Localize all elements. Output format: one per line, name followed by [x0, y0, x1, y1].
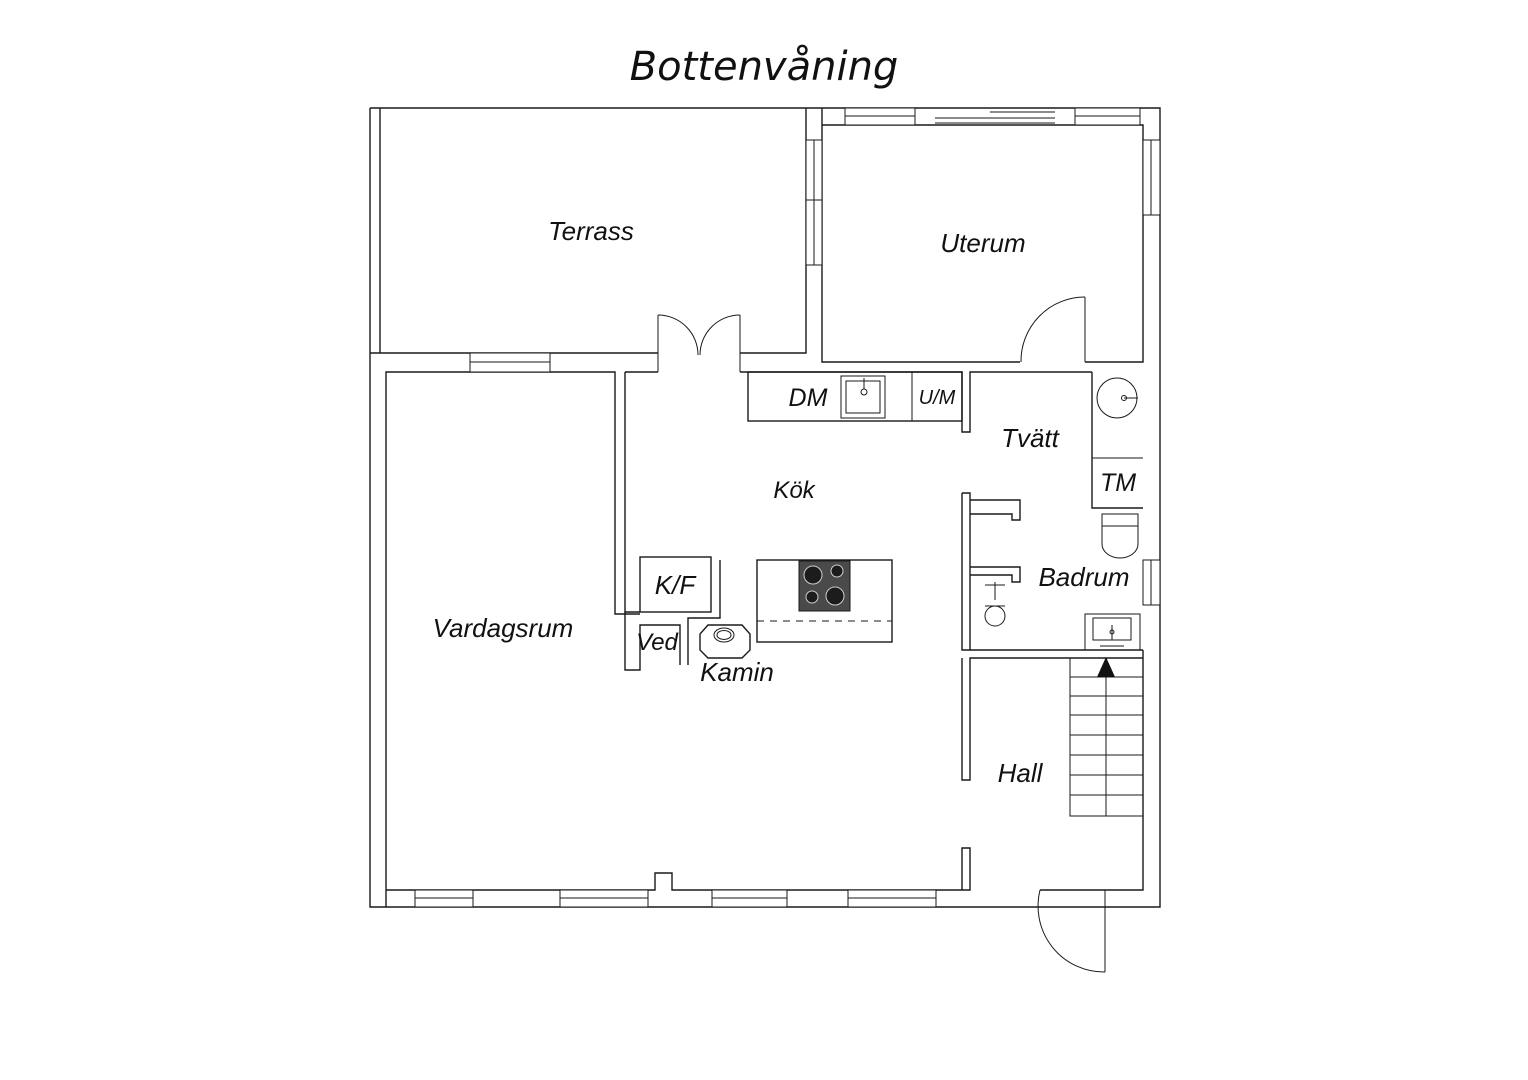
door-terrass-double — [657, 314, 741, 372]
bathroom-fixtures — [984, 513, 1141, 651]
fixture-label-ved: Ved — [636, 629, 678, 656]
room-label-badrum: Badrum — [1038, 562, 1129, 592]
room-label-uterum: Uterum — [940, 228, 1025, 258]
staircase — [1069, 657, 1144, 817]
room-label-tvatt: Tvätt — [1001, 423, 1061, 453]
laundry-fixtures — [1091, 372, 1143, 509]
room-label-hall: Hall — [998, 758, 1044, 788]
stair-up-arrow-icon — [1097, 657, 1115, 677]
windows — [414, 107, 1161, 908]
plan-title: Bottenvåning — [630, 44, 899, 90]
door-uterum — [1020, 296, 1086, 363]
fixture-label-um: U/M — [919, 387, 956, 409]
fixture-label-kf: K/F — [655, 570, 698, 600]
bathroom-sink — [1084, 613, 1141, 651]
sliding-door-uterum — [935, 111, 1055, 124]
shower-fixture — [984, 582, 1006, 627]
fridge-freezer — [639, 556, 712, 613]
room-label-kok: Kök — [773, 477, 816, 504]
door-entrance — [1037, 889, 1106, 973]
room-label-vardagsrum: Vardagsrum — [433, 613, 574, 643]
toilet — [1101, 513, 1139, 559]
kitchen-counter — [747, 371, 963, 422]
room-label-terrass: Terrass — [548, 216, 634, 246]
fixture-label-tm: TM — [1100, 469, 1136, 497]
fixture-label-kamin: Kamin — [700, 657, 774, 687]
kitchen-sink — [840, 375, 886, 419]
kitchen-island — [756, 559, 893, 643]
fireplace — [699, 624, 751, 659]
doors — [657, 296, 1106, 973]
fixture-label-dm: DM — [789, 384, 828, 412]
